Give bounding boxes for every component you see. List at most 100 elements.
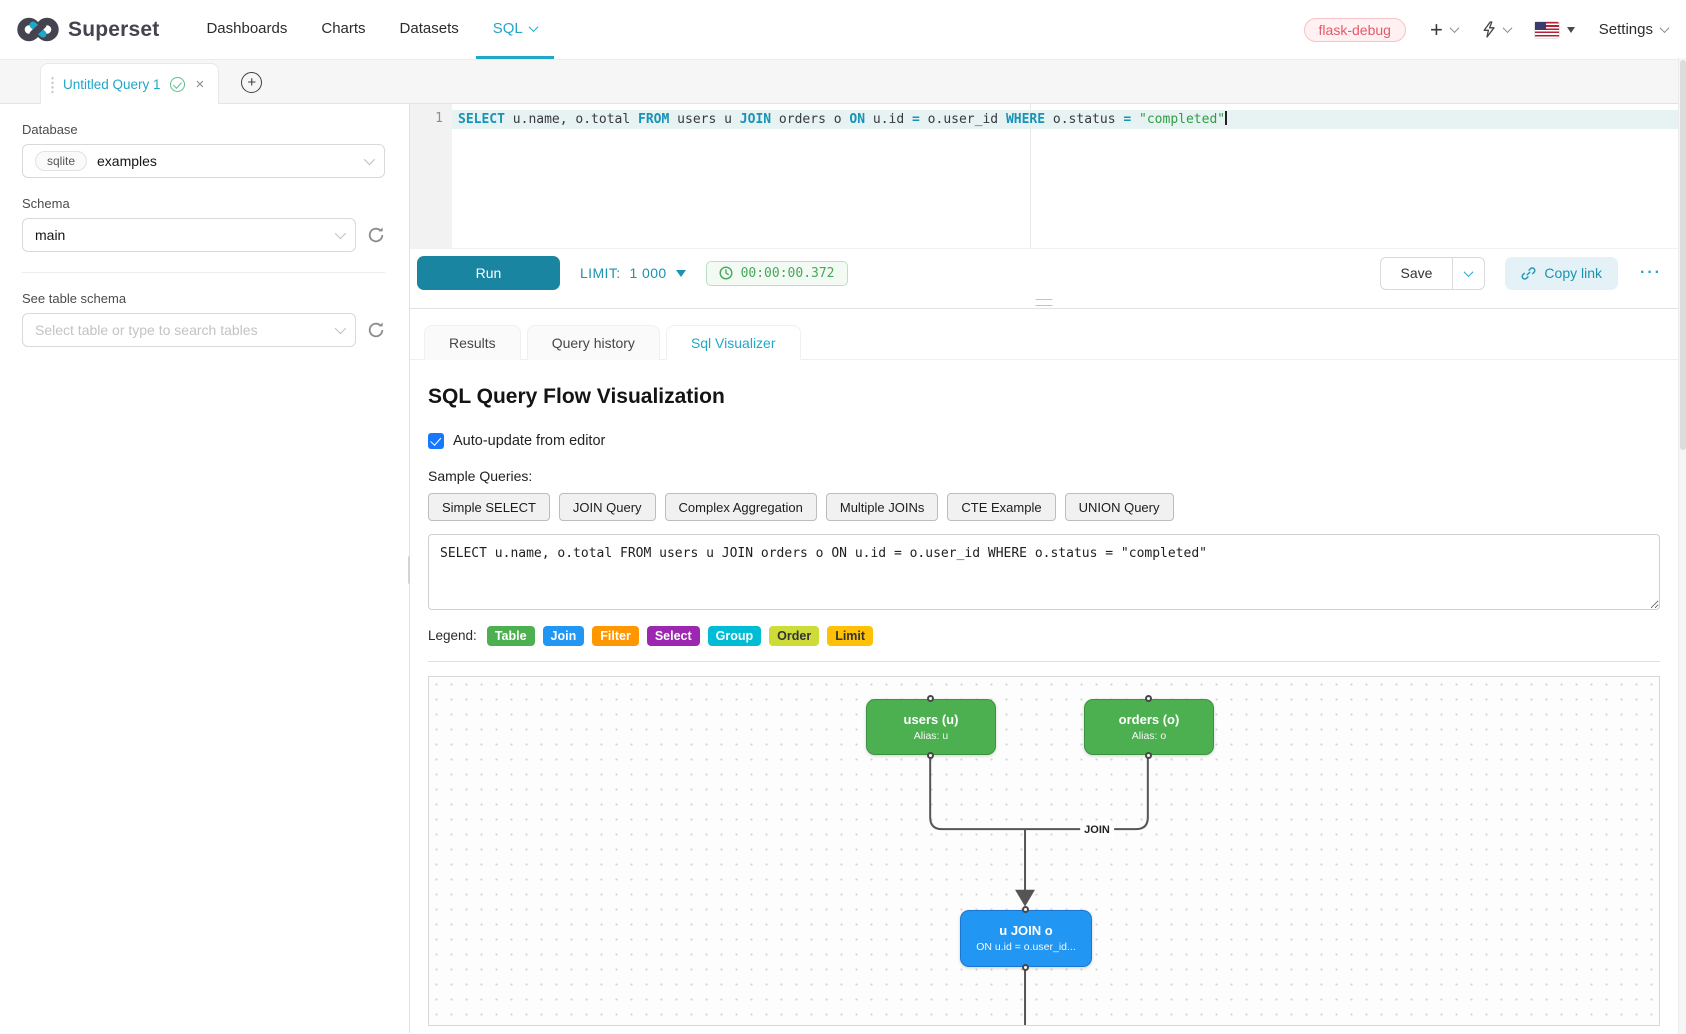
run-button[interactable]: Run bbox=[417, 256, 560, 290]
sample-button-simple-select[interactable]: Simple SELECT bbox=[428, 493, 550, 521]
chevron-down-icon bbox=[334, 227, 347, 240]
table-select[interactable]: Select table or type to search tables bbox=[22, 313, 356, 347]
save-button[interactable]: Save bbox=[1379, 256, 1454, 290]
query-tabstrip: Untitled Query 1 × + bbox=[0, 60, 1686, 104]
splitter-grip-icon[interactable] bbox=[1035, 299, 1053, 306]
chevron-down-icon bbox=[334, 322, 347, 335]
query-input[interactable]: SELECT u.name, o.total FROM users u JOIN… bbox=[428, 534, 1660, 610]
menu-item-dashboards[interactable]: Dashboards bbox=[206, 19, 288, 37]
flow-node-orders[interactable]: orders (o) Alias: o bbox=[1084, 694, 1214, 759]
scrollbar-thumb[interactable] bbox=[1680, 60, 1686, 450]
top-navbar: Superset Dashboards Charts Datasets SQL … bbox=[0, 0, 1686, 60]
chevron-down-icon bbox=[363, 153, 376, 166]
auto-update-checkbox[interactable] bbox=[428, 433, 444, 449]
sample-button-cte-example[interactable]: CTE Example bbox=[947, 493, 1056, 521]
sample-button-union-query[interactable]: UNION Query bbox=[1064, 493, 1174, 521]
legend-chip-table: Table bbox=[486, 626, 535, 646]
refresh-schemas-icon[interactable] bbox=[367, 226, 385, 244]
sample-queries-label: Sample Queries: bbox=[428, 468, 533, 484]
node-handle[interactable] bbox=[926, 694, 934, 702]
superset-brand[interactable]: Superset bbox=[16, 0, 159, 59]
sample-button-join-query[interactable]: JOIN Query bbox=[558, 493, 656, 521]
drag-handle-icon[interactable] bbox=[51, 75, 54, 93]
node-handle[interactable] bbox=[926, 751, 934, 759]
check-circle-icon bbox=[169, 76, 185, 92]
alerts-dropdown[interactable] bbox=[1482, 21, 1513, 38]
caret-down-icon bbox=[675, 269, 686, 277]
menu-item-charts[interactable]: Charts bbox=[321, 19, 366, 37]
limit-value: 1 000 bbox=[629, 265, 667, 281]
save-options-button[interactable] bbox=[1453, 256, 1486, 290]
query-tab-untitled-query-1[interactable]: Untitled Query 1 × bbox=[40, 63, 220, 104]
sql-editor-pane: 1 SELECT u.name, o.total FROM users u JO… bbox=[410, 104, 1678, 1033]
sidebar-divider bbox=[22, 272, 385, 273]
database-label: Database bbox=[22, 122, 78, 137]
legend-chip-limit: Limit bbox=[827, 626, 874, 646]
new-item-dropdown[interactable]: + bbox=[1430, 18, 1460, 41]
chevron-down-icon bbox=[1502, 23, 1513, 34]
flow-edges bbox=[929, 757, 1149, 1025]
database-select[interactable]: sqlite examples bbox=[22, 144, 385, 178]
results-tabs: Results Query history Sql Visualizer bbox=[410, 309, 1678, 360]
link-icon bbox=[1521, 266, 1536, 280]
sql-code-editor[interactable]: 1 SELECT u.name, o.total FROM users u JO… bbox=[410, 104, 1678, 249]
node-title: u JOIN o bbox=[999, 923, 1053, 938]
sample-button-complex-aggregation[interactable]: Complex Aggregation bbox=[664, 493, 817, 521]
menu-item-sql[interactable]: SQL bbox=[475, 0, 554, 59]
node-handle[interactable] bbox=[1021, 963, 1029, 971]
sample-query-buttons: Simple SELECT JOIN Query Complex Aggrega… bbox=[428, 493, 1660, 521]
table-schema-label: See table schema bbox=[22, 291, 127, 306]
refresh-tables-icon[interactable] bbox=[367, 321, 385, 339]
sample-button-multiple-joins[interactable]: Multiple JOINs bbox=[825, 493, 939, 521]
superset-logo-icon bbox=[17, 17, 59, 42]
sql-lab-sidebar: Database sqlite examples Schema main See… bbox=[0, 104, 411, 1033]
copy-link-button[interactable]: Copy link bbox=[1505, 256, 1619, 290]
node-title: users (u) bbox=[903, 711, 959, 727]
node-handle[interactable] bbox=[1144, 694, 1152, 702]
brand-name: Superset bbox=[68, 17, 160, 41]
sidebar-resize-handle[interactable] bbox=[408, 556, 411, 584]
settings-label: Settings bbox=[1598, 21, 1653, 38]
schema-label: Schema bbox=[22, 196, 70, 211]
chevron-down-icon bbox=[528, 21, 539, 32]
node-handle[interactable] bbox=[1021, 905, 1029, 913]
menu-item-datasets[interactable]: Datasets bbox=[399, 19, 459, 37]
settings-dropdown[interactable]: Settings bbox=[1598, 21, 1670, 38]
close-icon[interactable]: × bbox=[195, 75, 205, 93]
query-flow-canvas[interactable]: users (u) Alias: u orders (o) Alias: o J… bbox=[428, 675, 1660, 1026]
query-timer: 00:00:00.372 bbox=[705, 260, 848, 286]
legend-chip-group: Group bbox=[707, 626, 762, 646]
caret-down-icon bbox=[1566, 26, 1575, 33]
flow-node-join[interactable]: u JOIN o ON u.id = o.user_id... bbox=[960, 905, 1092, 971]
editor-code-area[interactable]: SELECT u.name, o.total FROM users u JOIN… bbox=[452, 104, 1678, 248]
join-edge-label: JOIN bbox=[1080, 822, 1114, 837]
sql-editor-line[interactable]: SELECT u.name, o.total FROM users u JOIN… bbox=[452, 110, 1678, 129]
more-options-icon[interactable]: ··· bbox=[1640, 264, 1662, 281]
legend-chip-join: Join bbox=[542, 626, 585, 646]
navbar-right: flask-debug + Settings bbox=[1303, 0, 1670, 59]
language-dropdown[interactable] bbox=[1534, 21, 1575, 38]
page-scrollbar[interactable] bbox=[1678, 58, 1686, 1034]
table-row: Select table or type to search tables bbox=[22, 313, 385, 347]
copy-link-label: Copy link bbox=[1544, 265, 1603, 281]
tab-results[interactable]: Results bbox=[424, 325, 521, 360]
pane-splitter[interactable] bbox=[410, 297, 1678, 309]
main-layout: Database sqlite examples Schema main See… bbox=[0, 104, 1678, 1033]
limit-label: LIMIT: bbox=[580, 265, 621, 281]
add-query-tab-button[interactable]: + bbox=[241, 72, 263, 93]
auto-update-label: Auto-update from editor bbox=[453, 433, 606, 449]
chevron-down-icon bbox=[1659, 23, 1670, 34]
lightning-icon bbox=[1483, 21, 1495, 38]
tab-sql-visualizer[interactable]: Sql Visualizer bbox=[665, 325, 801, 360]
legend-chip-order: Order bbox=[769, 626, 820, 646]
clock-icon bbox=[719, 266, 733, 280]
node-handle[interactable] bbox=[1144, 751, 1152, 759]
query-tab-title: Untitled Query 1 bbox=[63, 76, 161, 92]
save-split-button: Save bbox=[1379, 256, 1486, 290]
schema-select[interactable]: main bbox=[22, 218, 356, 252]
flow-node-users[interactable]: users (u) Alias: u bbox=[866, 694, 996, 759]
auto-update-option[interactable]: Auto-update from editor bbox=[428, 433, 1660, 449]
limit-dropdown[interactable]: LIMIT: 1 000 bbox=[580, 265, 686, 281]
tab-query-history[interactable]: Query history bbox=[526, 325, 660, 360]
